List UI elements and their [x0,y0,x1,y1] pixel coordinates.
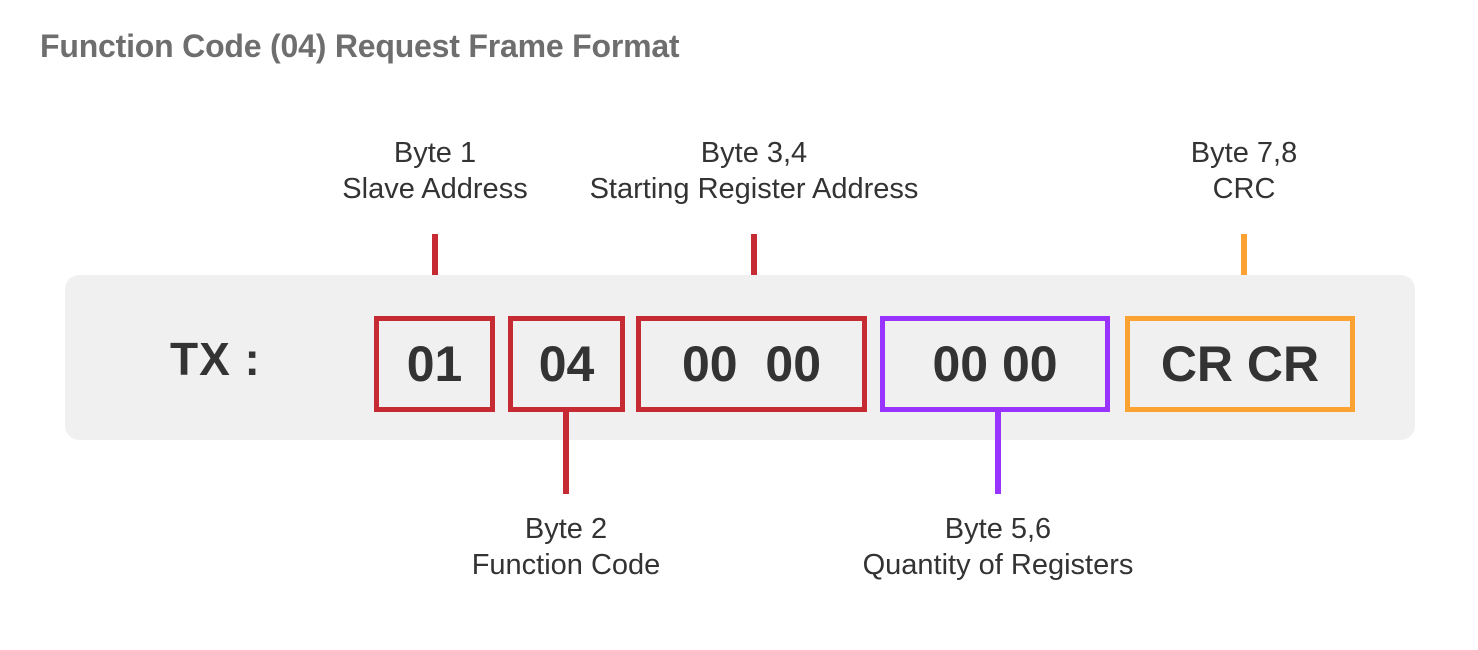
byte-box-quantity-of-registers: 00 00 [880,316,1110,412]
callout-quantity-of-registers: Byte 5,6 Quantity of Registers [863,512,1134,584]
callout-crc-byte: Byte 7,8 [1190,137,1298,169]
callout-starting-register-address-description: Starting Register Address [589,172,919,205]
tx-direction-label: TX : [170,333,261,385]
byte-value-starting-register-address: 00 00 [681,336,821,392]
callout-slave-address-byte: Byte 1 [393,137,477,169]
byte-value-slave-address: 01 [406,336,463,392]
callout-starting-register-address: Byte 3,4 Starting Register Address [590,136,919,208]
connector-line-quantity-of-registers [995,408,1001,494]
byte-box-function-code: 04 [508,316,625,412]
connector-line-function-code [563,408,569,494]
callout-slave-address: Byte 1 Slave Address [342,136,527,208]
callout-crc: Byte 7,8 CRC [1191,136,1297,208]
byte-value-quantity-of-registers: 00 00 [932,336,1058,392]
page-title: Function Code (04) Request Frame Format [40,28,680,64]
byte-value-function-code: 04 [538,336,595,392]
callout-function-code: Byte 2 Function Code [472,512,661,584]
callout-starting-register-address-byte: Byte 3,4 [700,137,808,169]
callout-quantity-of-registers-description: Quantity of Registers [862,548,1134,581]
callout-function-code-byte: Byte 2 [524,513,608,545]
callout-crc-description: CRC [1212,172,1276,205]
callout-slave-address-description: Slave Address [342,172,528,205]
byte-box-starting-register-address: 00 00 [636,316,867,412]
byte-value-crc: CR CR [1160,336,1320,392]
byte-box-crc: CR CR [1125,316,1355,412]
callout-quantity-of-registers-byte: Byte 5,6 [944,513,1052,545]
callout-function-code-description: Function Code [471,548,661,581]
byte-box-slave-address: 01 [374,316,495,412]
